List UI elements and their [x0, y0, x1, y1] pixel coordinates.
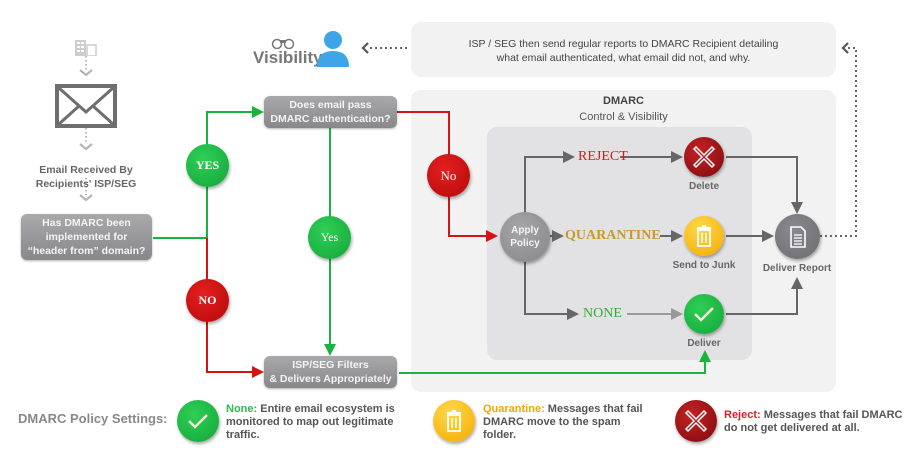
- trash-icon: [697, 225, 711, 247]
- visibility-label: Visibility: [253, 48, 323, 67]
- deliver-node: [684, 294, 724, 334]
- delete-node: [684, 137, 724, 177]
- send-to-junk-node: [684, 216, 724, 256]
- left-chevrons: [79, 69, 93, 202]
- yes-lower-badge: Yes: [308, 216, 351, 259]
- building-icon: [75, 40, 99, 61]
- no-upper-badge: NO: [186, 279, 229, 322]
- legend-reject-text: Reject: Messages that fail DMARC do not …: [724, 409, 903, 434]
- report-note-panel: [411, 22, 836, 77]
- report-note-text: ISP / SEG then send regular reports to D…: [468, 38, 779, 64]
- filter-to-deliver-path: [399, 350, 711, 374]
- delete-label: Delete: [688, 181, 719, 192]
- document-icon: [789, 225, 806, 248]
- deliver-report-node: [775, 214, 820, 259]
- deliver-label: Deliver: [687, 338, 721, 349]
- no-lower-badge: No: [427, 154, 470, 197]
- yes-upper-badge: YES: [186, 144, 229, 187]
- legend-quarantine-text: Quarantine: Messages that fail DMARC mov…: [483, 403, 643, 441]
- legend-title: DMARC Policy Settings:: [18, 411, 168, 426]
- x-icon: [692, 145, 716, 169]
- email-received-label: Email Received By Recipients' ISP/SEG: [35, 164, 137, 190]
- send-to-junk-label: Send to Junk: [672, 260, 736, 271]
- policy-quarantine-label: QUARANTINE: [565, 228, 661, 243]
- dmarc-panel-subtitle: Control & Visibility: [579, 111, 668, 123]
- check-icon: [694, 307, 714, 322]
- envelope-icon: [55, 84, 117, 133]
- legend-none-icon: [177, 400, 219, 442]
- legend-reject-icon: [675, 400, 717, 442]
- dmarc-panel-title: DMARC: [603, 95, 644, 107]
- report-loop-path: [820, 47, 857, 237]
- binoculars-icon: [268, 36, 298, 50]
- isp-filter-box: ISP/SEG Filters& Delivers Appropriately: [264, 356, 397, 388]
- legend-quarantine-icon: [433, 400, 475, 442]
- legend-none-text: None: Entire email ecosystem is monitore…: [226, 403, 395, 441]
- policy-none-label: NONE: [583, 306, 622, 321]
- policy-reject-label: REJECT: [578, 149, 628, 164]
- user-icon: [315, 30, 351, 68]
- deliver-report-label: Deliver Report: [762, 263, 832, 274]
